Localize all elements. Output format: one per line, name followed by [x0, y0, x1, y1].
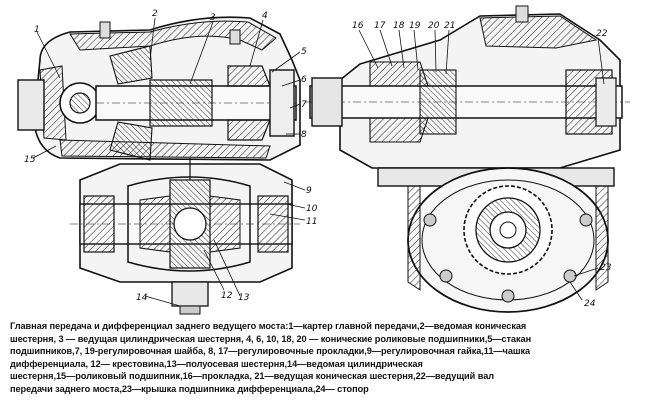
label-8: 8 [301, 130, 307, 140]
callout-lines [32, 17, 605, 307]
label-20: 20 [428, 21, 440, 31]
label-22: 22 [596, 29, 608, 39]
label-24: 24 [584, 299, 596, 309]
caption-line-1: Главная передача и дифференциал заднего … [10, 321, 527, 331]
caption-line-6: передачи заднего моста,23—крышка подшипн… [10, 383, 369, 394]
label-18: 18 [393, 21, 405, 31]
caption-line-5: шестерня,15—роликовый подшипник,16—прокл… [10, 371, 495, 382]
caption-line-3: подшипников,7, 19-регулировочная шайба, … [10, 346, 531, 357]
label-21: 21 [444, 21, 455, 31]
left-upper-assembly [17, 16, 301, 161]
label-9: 9 [306, 186, 312, 196]
label-1: 1 [34, 25, 40, 35]
label-2: 2 [152, 9, 158, 19]
label-10: 10 [306, 204, 318, 214]
label-4: 4 [262, 11, 268, 21]
technical-drawing: 1 2 3 4 5 6 7 8 9 10 11 12 13 14 15 16 1… [17, 5, 630, 315]
label-14: 14 [136, 293, 148, 303]
label-13: 13 [238, 293, 250, 303]
label-11: 11 [306, 217, 317, 227]
figure-caption: Главная передача и дифференциал заднего … [10, 320, 656, 398]
label-3: 3 [210, 13, 216, 23]
right-lower-cover [377, 167, 615, 313]
caption-line-2: шестерня, 3 — ведущая цилиндрическая шес… [10, 333, 532, 344]
label-19: 19 [409, 21, 421, 31]
label-12: 12 [221, 291, 233, 301]
left-lower-differential [70, 158, 300, 315]
label-6: 6 [301, 75, 307, 85]
label-23: 23 [600, 263, 612, 273]
right-upper-assembly [305, 5, 630, 169]
label-16: 16 [352, 21, 364, 31]
label-17: 17 [374, 21, 386, 31]
label-7: 7 [301, 100, 307, 110]
caption-line-4: дифференциала, 12— крестовина,13—полуосе… [10, 358, 423, 369]
label-15: 15 [24, 155, 36, 165]
label-5: 5 [301, 47, 307, 57]
part-labels: 1 2 3 4 5 6 7 8 9 10 11 12 13 14 15 16 1… [24, 9, 612, 309]
